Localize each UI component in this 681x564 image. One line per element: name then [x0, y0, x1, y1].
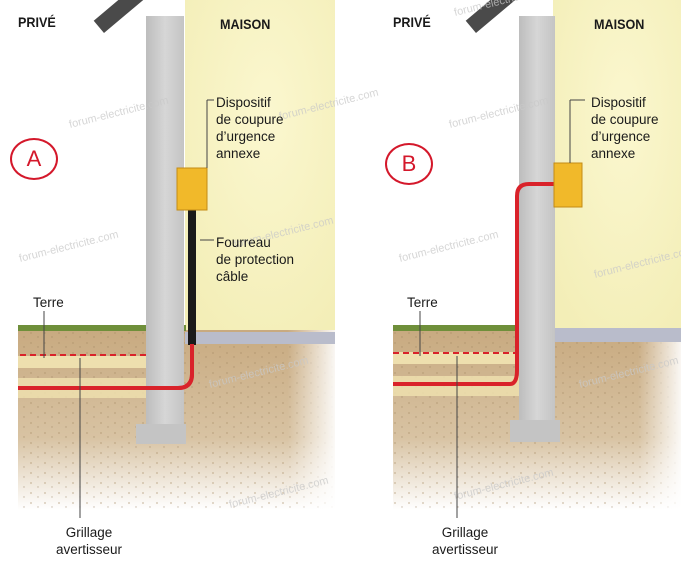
- mesh-label-line: avertisseur: [432, 542, 499, 557]
- device-label-line: annexe: [591, 146, 636, 161]
- device-label: Dispositif de coupure d’urgence annexe: [216, 94, 284, 162]
- column: [519, 16, 555, 426]
- earth-label: Terre: [407, 295, 438, 310]
- panel-b: [393, 0, 681, 518]
- mesh-label-line: avertisseur: [56, 542, 123, 557]
- device-label-line: annexe: [216, 146, 261, 161]
- header-house: MAISON: [594, 16, 645, 32]
- device-label-line: d’urgence: [591, 129, 651, 144]
- panel-a: [18, 0, 335, 518]
- roof: [465, 0, 567, 33]
- device-label-line: d’urgence: [216, 129, 276, 144]
- panel-badge: B: [385, 143, 433, 185]
- sand-band: [18, 356, 178, 368]
- device-label-line: de coupure: [216, 112, 284, 127]
- sleeve-label-line: câble: [216, 269, 249, 284]
- cutoff-device: [176, 167, 208, 211]
- foundation-strip: [553, 328, 681, 342]
- earth-label: Terre: [33, 295, 64, 310]
- cable-visible: [177, 344, 194, 390]
- sleeve-label-line: de protection: [216, 252, 295, 267]
- footing: [136, 424, 186, 444]
- sleeve-label-line: Fourreau: [216, 235, 271, 250]
- header-private: PRIVÉ: [393, 14, 431, 30]
- foundation-strip: [185, 332, 335, 344]
- sleeve-label: Fourreau de protection câble: [216, 234, 294, 285]
- watermark: forum-electricite.com: [18, 229, 120, 265]
- cable-route: [393, 182, 555, 386]
- grass-strip: [18, 325, 186, 331]
- cutoff-device: [553, 162, 583, 208]
- device-label-line: Dispositif: [216, 95, 271, 110]
- header-house: MAISON: [220, 16, 271, 32]
- mesh-label-line: Grillage: [65, 525, 113, 540]
- footing: [510, 420, 560, 442]
- device-label-line: Dispositif: [591, 95, 646, 110]
- header-private: PRIVÉ: [18, 14, 56, 30]
- mesh-label: Grillage avertisseur: [432, 524, 498, 558]
- sand-band: [393, 352, 519, 364]
- mesh-label-line: Grillage: [441, 525, 489, 540]
- device-label: Dispositif de coupure d’urgence annexe: [591, 94, 659, 162]
- roof: [93, 0, 195, 33]
- device-label-line: de coupure: [591, 112, 659, 127]
- protection-sleeve: [188, 210, 196, 345]
- mesh-label: Grillage avertisseur: [56, 524, 122, 558]
- house-wall: [185, 0, 335, 330]
- grass-strip: [393, 325, 553, 331]
- column: [146, 16, 184, 426]
- watermark: forum-electricite.com: [398, 229, 500, 265]
- panel-badge: A: [10, 138, 58, 180]
